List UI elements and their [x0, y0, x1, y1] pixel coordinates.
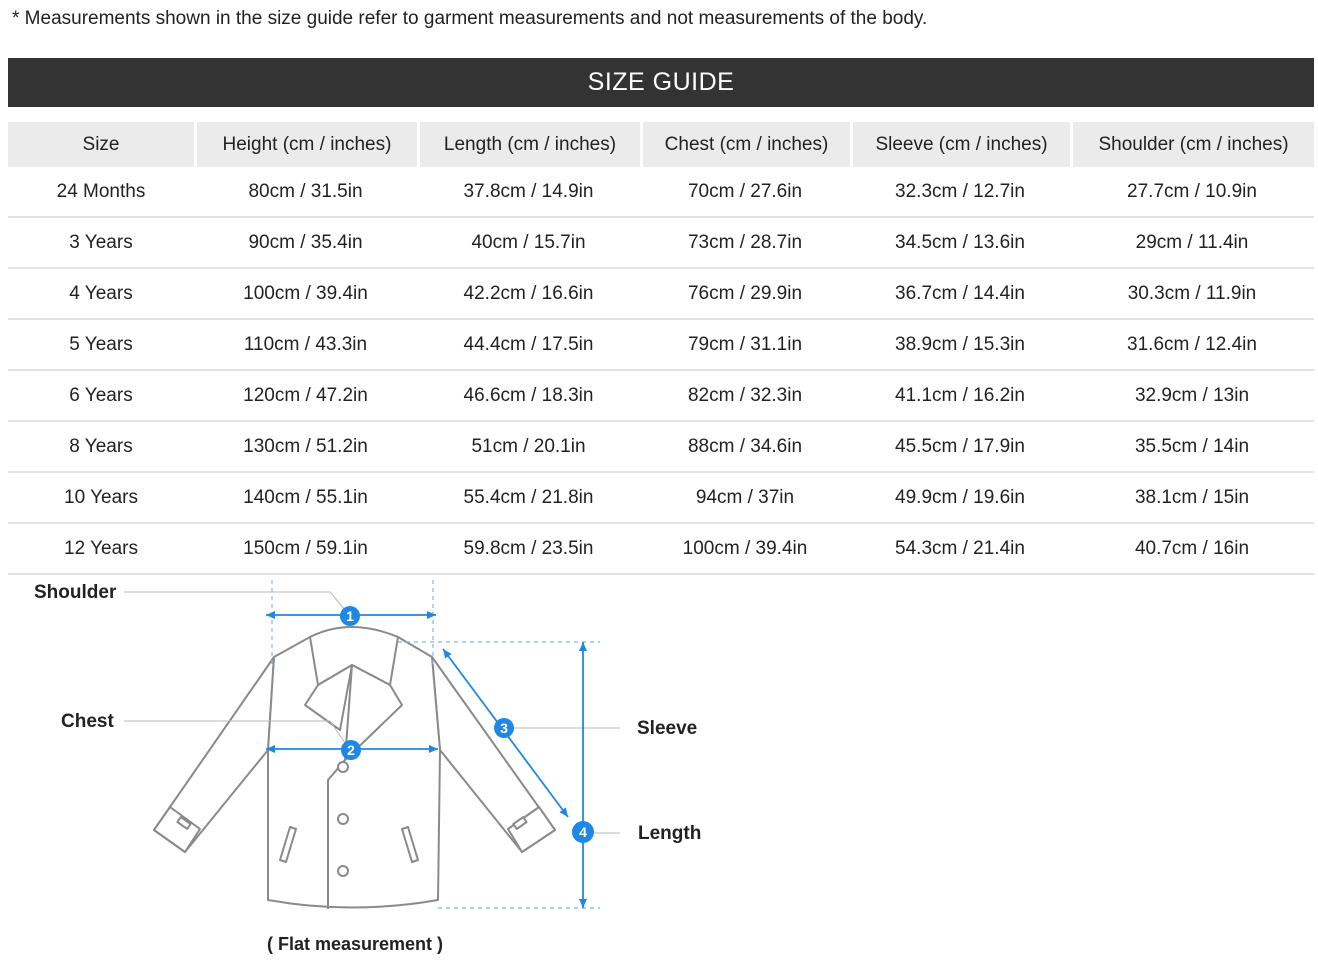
jacket-right-pocket: [401, 826, 419, 863]
header-sleeve: Sleeve (cm / inches): [850, 122, 1070, 167]
svg-text:1: 1: [346, 608, 354, 624]
svg-text:4: 4: [579, 824, 587, 840]
measurement-cell: 55.4cm / 21.8in: [417, 473, 640, 524]
jacket-button: [337, 813, 349, 825]
sleeve-label: Sleeve: [637, 718, 697, 739]
jacket-left-lapel: [304, 664, 353, 731]
jacket-button: [337, 865, 349, 877]
jacket-icon: [153, 626, 556, 909]
size-cell: 24 Months: [8, 167, 194, 218]
header-length: Length (cm / inches): [417, 122, 640, 167]
size-cell: 6 Years: [8, 371, 194, 422]
size-cell: 5 Years: [8, 320, 194, 371]
measurement-cell: 100cm / 39.4in: [194, 269, 417, 320]
measurement-cell: 79cm / 31.1in: [640, 320, 850, 371]
header-chest: Chest (cm / inches): [640, 122, 850, 167]
size-cell: 3 Years: [8, 218, 194, 269]
measurement-cell: 140cm / 55.1in: [194, 473, 417, 524]
measurement-cell: 45.5cm / 17.9in: [850, 422, 1070, 473]
measurement-cell: 76cm / 29.9in: [640, 269, 850, 320]
header-height: Height (cm / inches): [194, 122, 417, 167]
measurement-cell: 130cm / 51.2in: [194, 422, 417, 473]
measurement-cell: 150cm / 59.1in: [194, 524, 417, 575]
header-size: Size: [8, 122, 194, 167]
size-cell: 12 Years: [8, 524, 194, 575]
jacket-left-pocket: [279, 826, 297, 863]
table-header-row: Size Height (cm / inches) Length (cm / i…: [8, 122, 1314, 167]
measurement-cell: 32.3cm / 12.7in: [850, 167, 1070, 218]
measurement-cell: 38.9cm / 15.3in: [850, 320, 1070, 371]
svg-text:3: 3: [500, 720, 508, 736]
measurement-cell: 34.5cm / 13.6in: [850, 218, 1070, 269]
jacket-cuff-tab: [512, 816, 528, 830]
measurement-cell: 54.3cm / 21.4in: [850, 524, 1070, 575]
measurement-cell: 73cm / 28.7in: [640, 218, 850, 269]
svg-text:2: 2: [347, 742, 355, 758]
measurement-cell: 88cm / 34.6in: [640, 422, 850, 473]
jacket-button: [337, 761, 349, 773]
measurement-marker-1: 1: [340, 606, 360, 626]
measurement-cell: 46.6cm / 18.3in: [417, 371, 640, 422]
measurement-marker-2: 2: [341, 740, 361, 760]
measurement-cell: 100cm / 39.4in: [640, 524, 850, 575]
size-cell: 4 Years: [8, 269, 194, 320]
measurement-cell: 44.4cm / 17.5in: [417, 320, 640, 371]
size-guide-note: * Measurements shown in the size guide r…: [12, 8, 928, 29]
measurement-cell: 32.9cm / 13in: [1070, 371, 1314, 422]
measurement-cell: 40.7cm / 16in: [1070, 524, 1314, 575]
measurement-cell: 90cm / 35.4in: [194, 218, 417, 269]
measurement-cell: 37.8cm / 14.9in: [417, 167, 640, 218]
measurement-cell: 49.9cm / 19.6in: [850, 473, 1070, 524]
measurement-marker-4: 4: [572, 821, 594, 843]
shoulder-label: Shoulder: [34, 582, 117, 603]
measurement-cell: 59.8cm / 23.5in: [417, 524, 640, 575]
measurement-cell: 27.7cm / 10.9in: [1070, 167, 1314, 218]
length-label: Length: [638, 823, 701, 844]
measurement-cell: 120cm / 47.2in: [194, 371, 417, 422]
jacket-measurement-diagram: 1 2 3 4 Shoulder Chest Sleeve Length ( F…: [34, 580, 701, 954]
measurement-marker-3: 3: [494, 718, 514, 738]
measurement-cell: 94cm / 37in: [640, 473, 850, 524]
chest-label: Chest: [61, 711, 114, 732]
shoulder-leader-line: [124, 591, 346, 611]
header-shoulder: Shoulder (cm / inches): [1070, 122, 1314, 167]
measurement-cell: 82cm / 32.3in: [640, 371, 850, 422]
measurement-cell: 51cm / 20.1in: [417, 422, 640, 473]
measurement-cell: 30.3cm / 11.9in: [1070, 269, 1314, 320]
measurement-cell: 29cm / 11.4in: [1070, 218, 1314, 269]
jacket-left-cuff: [153, 806, 201, 853]
measurement-cell: 70cm / 27.6in: [640, 167, 850, 218]
flat-measurement-caption: ( Flat measurement ): [267, 934, 443, 954]
measurement-cell: 35.5cm / 14in: [1070, 422, 1314, 473]
measurement-cell: 110cm / 43.3in: [194, 320, 417, 371]
measurement-cell: 40cm / 15.7in: [417, 218, 640, 269]
chest-leader-line: [124, 720, 346, 744]
measurement-cell: 31.6cm / 12.4in: [1070, 320, 1314, 371]
banner-title: SIZE GUIDE: [587, 68, 735, 96]
measurement-cell: 36.7cm / 14.4in: [850, 269, 1070, 320]
measurement-cell: 42.2cm / 16.6in: [417, 269, 640, 320]
jacket-cuff-tab: [176, 816, 192, 830]
size-table: Size Height (cm / inches) Length (cm / i…: [8, 122, 1314, 575]
size-cell: 10 Years: [8, 473, 194, 524]
measurement-cell: 41.1cm / 16.2in: [850, 371, 1070, 422]
size-cell: 8 Years: [8, 422, 194, 473]
size-guide-banner: SIZE GUIDE: [8, 58, 1314, 107]
measurement-cell: 38.1cm / 15in: [1070, 473, 1314, 524]
measurement-cell: 80cm / 31.5in: [194, 167, 417, 218]
